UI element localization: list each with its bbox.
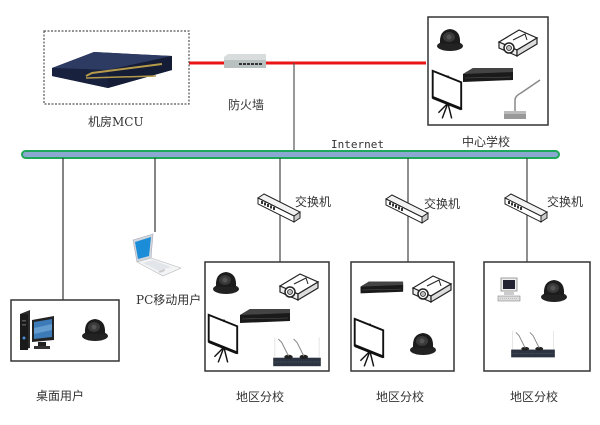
switch-label-1: 交换机	[295, 195, 332, 209]
network-switch-icon	[257, 193, 301, 223]
laptop-icon	[132, 233, 182, 277]
network-switch-icon	[385, 194, 429, 224]
network-switch-icon	[504, 193, 548, 223]
codec-terminal-icon	[462, 67, 514, 83]
desktop-pc-icon	[497, 277, 521, 302]
branch-school-label-1: 地区分校	[236, 390, 285, 404]
codec-terminal-icon	[360, 281, 404, 294]
gooseneck-microphone-icon	[504, 79, 541, 119]
firewall-icon	[224, 54, 266, 68]
mobile-user-label: PC移动用户	[136, 293, 202, 307]
firewall-label: 防火墙	[228, 98, 265, 112]
mcu-server-icon	[52, 52, 172, 88]
desktop-user-label: 桌面用户	[36, 389, 85, 403]
codec-terminal-icon	[239, 308, 291, 324]
switch-label-2: 交换机	[424, 197, 461, 211]
desktop-pc-icon	[20, 310, 54, 350]
branch-school-label-2: 地区分校	[376, 390, 425, 404]
internet-label: Internet	[331, 138, 384, 151]
branch-school-label-3: 地区分校	[510, 390, 559, 404]
internet-bus	[21, 150, 560, 159]
switch-label-3: 交换机	[547, 195, 584, 209]
mcu-label: 机房MCU	[88, 115, 144, 129]
center-school-label: 中心学校	[462, 135, 511, 149]
